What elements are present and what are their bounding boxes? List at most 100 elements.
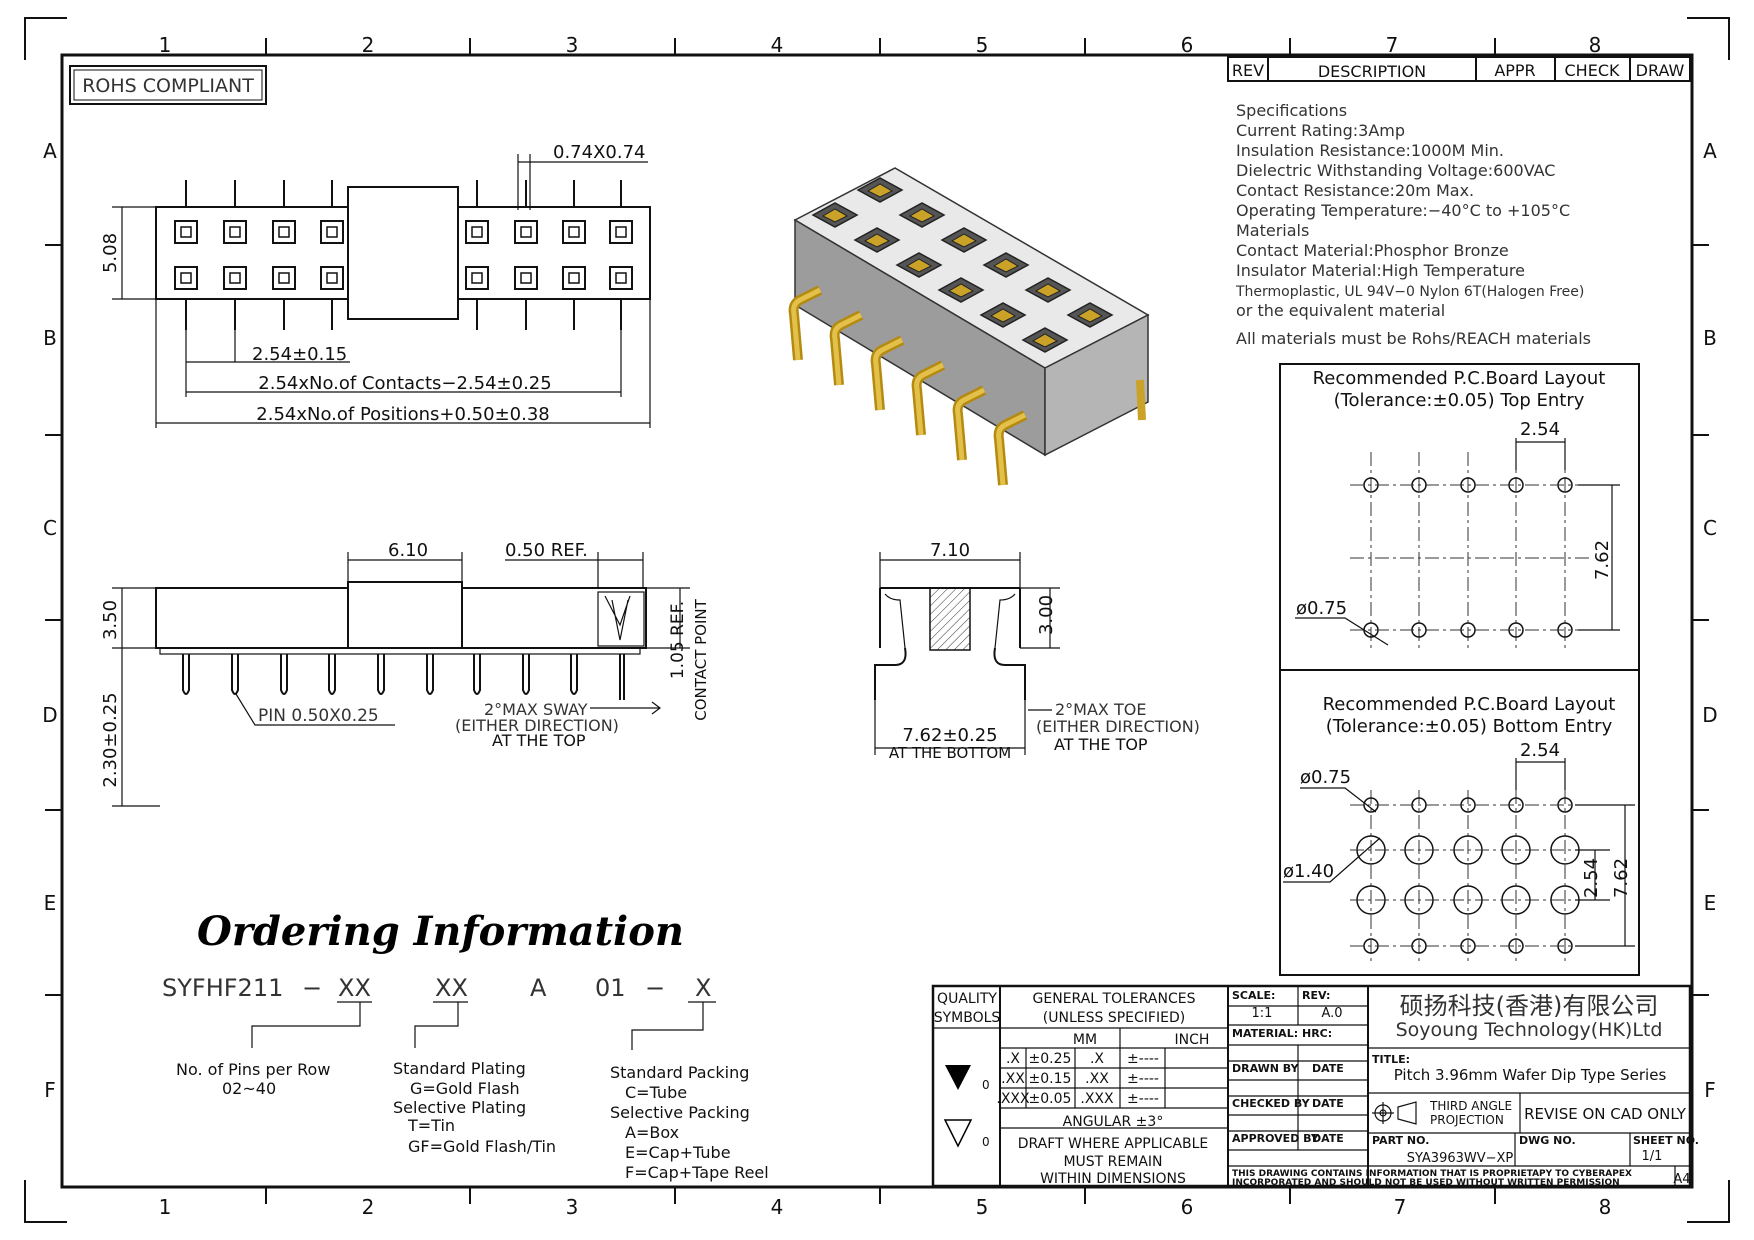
packing-option: Standard Packing xyxy=(610,1063,749,1082)
mm-header: MM xyxy=(1073,1032,1097,1048)
connector-3d-view xyxy=(788,167,1150,486)
contact-hole-inner xyxy=(992,258,1020,273)
zone-bottom-3: 3 xyxy=(566,1195,579,1219)
gold-pin-highlight xyxy=(832,312,863,386)
sheet-number: 1/1 xyxy=(1642,1149,1663,1164)
title-block: QUALITY SYMBOLS GENERAL TOLERANCES (UNLE… xyxy=(931,984,1699,1188)
unless-specified-label: (UNLESS SPECIFIED) xyxy=(1043,1010,1185,1026)
pcb-bottom-hole: ø0.75 xyxy=(1300,767,1351,788)
plating-option: Selective Plating xyxy=(393,1098,526,1117)
contact-cavity xyxy=(174,266,198,290)
appr-header: APPR xyxy=(1494,61,1535,80)
contact-hole-inner xyxy=(866,183,894,198)
contact-cavity-inner xyxy=(180,272,192,284)
contact-cavity xyxy=(514,220,538,244)
symbols-label: SYMBOLS xyxy=(934,1010,1001,1026)
pcb-bottom-big-hole: ø1.40 xyxy=(1283,861,1334,882)
pins-per-row-label: No. of Pins per Row xyxy=(176,1060,330,1079)
sheet-no-label: SHEET NO. xyxy=(1633,1134,1699,1147)
general-tolerances-label: GENERAL TOLERANCES xyxy=(1033,991,1196,1007)
zone-right-d: D xyxy=(1702,703,1717,727)
toe-at-top: AT THE TOP xyxy=(1054,735,1148,754)
angular-tolerance: ANGULAR ±3° xyxy=(1063,1114,1164,1130)
zone-right-f: F xyxy=(1704,1078,1716,1102)
contact-cavity xyxy=(272,266,296,290)
zone-top-5: 5 xyxy=(976,33,989,57)
spec-line: Insulator Material:High Temperature xyxy=(1236,261,1525,280)
tolerance-cell: ±---- xyxy=(1127,1051,1159,1067)
gold-pin-highlight xyxy=(914,362,945,436)
side-pin xyxy=(473,654,481,695)
drawing-title: Pitch 3.96mm Wafer Dip Type Series xyxy=(1394,1066,1667,1084)
zone-top-1: 1 xyxy=(159,33,172,57)
plating-option: T=Tin xyxy=(407,1116,455,1135)
contact-point-label: CONTACT POINT xyxy=(692,598,710,720)
contact-cavity xyxy=(272,220,296,244)
approved-by-label: APPROVED BY xyxy=(1232,1132,1320,1145)
zone-left-d: D xyxy=(42,703,57,727)
zone-bottom-6: 6 xyxy=(1181,1195,1194,1219)
gold-pin-highlight xyxy=(873,337,904,411)
proprietary-notice-2: INCORPORATED AND SHOULD NOT BE USED WITH… xyxy=(1232,1178,1620,1188)
scale-label: SCALE: xyxy=(1232,989,1275,1002)
tolerance-cell: .XXX xyxy=(1080,1091,1114,1107)
side-pin xyxy=(522,654,530,695)
contact-cavity-inner xyxy=(278,272,290,284)
part-no-label: PART NO. xyxy=(1372,1134,1429,1147)
inch-header: INCH xyxy=(1175,1032,1210,1048)
revise-on-cad: REVISE ON CAD ONLY xyxy=(1524,1105,1687,1123)
tolerance-cell: ±0.05 xyxy=(1029,1091,1072,1107)
contact-hole-inner xyxy=(989,308,1017,323)
side-pin xyxy=(231,654,239,695)
dim-height-300: 3.00 xyxy=(1036,595,1057,635)
tolerance-cell: .X xyxy=(1006,1051,1020,1067)
dim-width-610: 6.10 xyxy=(388,540,428,561)
zone-bottom-4: 4 xyxy=(771,1195,784,1219)
pcb-bottom-title: Recommended P.C.Board Layout xyxy=(1323,694,1616,715)
revision-table: REV DESCRIPTION APPR CHECK DRAW xyxy=(1227,56,1691,82)
zone-top-8: 8 xyxy=(1589,33,1602,57)
spec-line: Contact Material:Phosphor Bronze xyxy=(1236,241,1509,260)
corner-marks xyxy=(24,17,1730,1223)
spec-line: Insulation Resistance:1000M Min. xyxy=(1236,141,1504,160)
pcb-layout-bottom-entry: Recommended P.C.Board Layout (Tolerance:… xyxy=(1283,694,1635,962)
rohs-badge: ROHS COMPLIANT xyxy=(69,65,267,105)
contact-cavity-inner xyxy=(180,226,192,238)
pcb-top-title: Recommended P.C.Board Layout xyxy=(1313,368,1606,389)
contact-cavity xyxy=(465,220,489,244)
company-name-cn: 硕扬科技(香港)有限公司 xyxy=(1400,992,1659,1020)
part-pins-code: XX xyxy=(338,974,371,1002)
quality-label: QUALITY xyxy=(937,991,997,1007)
zone-top-2: 2 xyxy=(362,33,375,57)
pcb-layout-top-entry: Recommended P.C.Board Layout (Tolerance:… xyxy=(1279,363,1640,976)
ordering-title: Ordering Information xyxy=(197,908,684,955)
zone-left-c: C xyxy=(43,516,57,540)
tolerance-cell: ±0.15 xyxy=(1029,1071,1072,1087)
draft-line-1: DRAFT WHERE APPLICABLE xyxy=(1018,1136,1209,1152)
top-view: 0.74X0.74 5.08 2.54±0.15 2.54xNo.of Cont… xyxy=(100,142,651,428)
dim-positions: 2.54xNo.of Positions+0.50±0.38 xyxy=(256,404,549,425)
tolerance-cell: ±---- xyxy=(1127,1071,1159,1087)
dim-pitch: 2.54±0.15 xyxy=(252,344,347,365)
zone-bottom-7: 7 xyxy=(1394,1195,1407,1219)
side-pin xyxy=(377,654,385,695)
rev-label: REV: xyxy=(1302,989,1330,1002)
ordering-information: Ordering Information SYFHF211 − XX XX A … xyxy=(162,908,769,1182)
description-header: DESCRIPTION xyxy=(1318,62,1426,81)
plating-option: G=Gold Flash xyxy=(410,1079,520,1098)
pcb-top-hole: ø0.75 xyxy=(1296,598,1347,619)
part-01: 01 xyxy=(595,974,626,1002)
quality-symbol-triangle-outline-icon: 0 xyxy=(943,1119,990,1149)
draw-header: DRAW xyxy=(1636,61,1685,80)
dim-pin-size: 0.74X0.74 xyxy=(553,142,646,163)
proprietary-notice-1: THIS DRAWING CONTAINS INFORMATION THAT I… xyxy=(1232,1169,1632,1179)
dim-height: 5.08 xyxy=(100,233,121,273)
packing-option: C=Tube xyxy=(625,1083,687,1102)
dim-tail: 2.30±0.25 xyxy=(100,692,121,787)
contact-cavity xyxy=(223,220,247,244)
pins-range: 02~40 xyxy=(222,1079,276,1098)
sheet-size: A4 xyxy=(1673,1172,1690,1187)
material-label: MATERIAL: xyxy=(1232,1027,1298,1040)
contact-cavity-inner xyxy=(326,272,338,284)
sway-direction: (EITHER DIRECTION) xyxy=(455,716,619,735)
